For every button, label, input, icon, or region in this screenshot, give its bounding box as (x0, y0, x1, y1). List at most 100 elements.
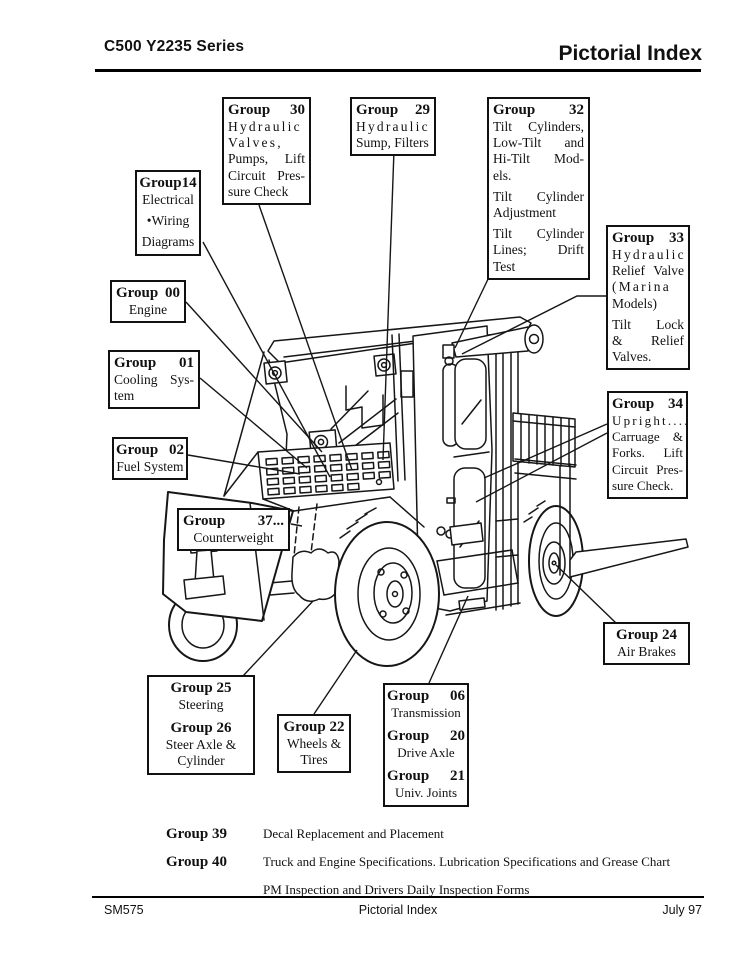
callout-line: & Relief (612, 333, 684, 349)
callout-title: Group 00 (116, 285, 180, 301)
callout-line: Tilt Cylinder (493, 226, 584, 242)
callout-line: Carruage & (612, 429, 683, 445)
callout-line: Adjustment (493, 205, 556, 221)
bottom-group-label: Group 39 (166, 826, 227, 842)
callout-line: Tilt Lock (612, 316, 684, 332)
page-title: Pictorial Index (558, 42, 702, 65)
callout-line: Low-Tilt and (493, 135, 584, 151)
footer-section-title: Pictorial Index (358, 903, 438, 917)
callout-line: Sump, Filters (356, 135, 429, 151)
callout-line: Univ. Joints (395, 785, 457, 801)
callout-line: Test (493, 258, 516, 274)
callout-line: sure Check (228, 183, 289, 199)
callout-line: Hydraulic (612, 247, 686, 262)
callout-title: Group 29 (356, 102, 430, 118)
footer-rule (92, 896, 704, 898)
header-rule (95, 69, 701, 72)
callout-line: Circuit Pres- (228, 167, 305, 183)
callout-line: Cooling Sys- (114, 372, 194, 387)
callout-line: Models) (612, 295, 657, 311)
callout-line: Transmission (391, 705, 461, 720)
callout-title: Group 01 (114, 355, 194, 371)
callout-line: Cylinder (177, 753, 225, 769)
leader-lines (185, 149, 617, 715)
bottom-group-desc: Decal Replacement and Placement (263, 826, 444, 841)
callout-line: tem (114, 388, 135, 404)
callout-title: Group14 (139, 175, 197, 191)
callout-line: Upright.... (612, 413, 690, 428)
callout-line: Hydraulic (228, 119, 302, 134)
callout-g37: Group 37...Counterweight (177, 508, 290, 552)
callout-line: sure Check. (612, 477, 674, 493)
callout-title: Group 33 (612, 230, 684, 246)
header-series-title: C500 Y2235 Series (104, 38, 245, 55)
callout-line: Electrical (142, 192, 194, 207)
callout-line: Steering (178, 697, 224, 712)
footer-doc-number: SM575 (104, 903, 144, 917)
callout-title: Group 34 (612, 396, 683, 412)
callout-line: •Wiring (146, 213, 190, 229)
callout-line: Circuit Pres- (612, 461, 683, 477)
callout-line: Lines; Drift (493, 242, 584, 258)
bottom-group-desc: Truck and Engine Specifications. Lubrica… (263, 854, 671, 869)
callout-line: Diagrams (141, 234, 195, 250)
callout-title: Group 37... (183, 513, 284, 529)
callout-line: Valves, (228, 135, 283, 151)
callout-title: Group 25 (170, 680, 232, 696)
callout-line: Pumps, Lift (228, 151, 305, 167)
callout-line: (Marina (612, 279, 671, 295)
callout-line: Forks. Lift (612, 445, 683, 461)
callout-line: Tires (300, 752, 328, 768)
callout-line: Steer Axle & (165, 737, 237, 753)
callout-title: Group 20 (387, 728, 465, 745)
callout-title: Group 22 (283, 719, 345, 735)
callout-title: Group 26 (170, 720, 232, 737)
callout-line: Engine (128, 302, 168, 317)
bottom-group-desc: PM Inspection and Drivers Daily Inspecti… (263, 882, 530, 897)
callout-title: Group 24 (616, 627, 677, 643)
callout-title: Group 32 (493, 102, 584, 118)
callout-line: Wheels & (286, 736, 342, 751)
callout-line: Tilt Cylinder (493, 188, 584, 204)
callout-section: Group 37...Counterweight (183, 513, 284, 546)
callout-line: Drive Axle (397, 745, 455, 761)
callout-line: Air Brakes (617, 644, 676, 659)
callout-title: Group 30 (228, 102, 305, 118)
callout-line: Relief Valve (612, 263, 684, 279)
callout-line: Counterweight (193, 530, 274, 545)
callout-line: Fuel System (116, 459, 184, 474)
callout-line: Valves. (612, 349, 652, 365)
callout-title: Group 21 (387, 768, 465, 785)
